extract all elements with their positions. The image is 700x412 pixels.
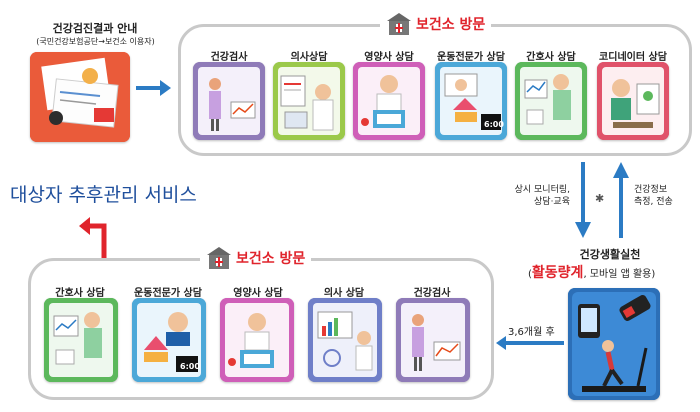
intro-arrow: [136, 80, 171, 96]
clinic-building-icon: [387, 13, 411, 35]
measure-label-line1: 건강정보: [634, 185, 668, 195]
service-card-nutritionist: [220, 298, 294, 382]
practice-title: 건강생활실천: [579, 248, 641, 261]
service-label: 운동전문가 상담: [134, 288, 202, 299]
measure-label-line2: 측정, 전송: [634, 197, 673, 207]
service-card-nurse: [44, 298, 118, 382]
practice-open-paren: (: [528, 269, 532, 280]
bluetooth-icon: ✱: [595, 192, 605, 205]
service-card-nurse: [515, 62, 587, 140]
service-label: 건강검사: [413, 288, 451, 299]
service-label: 의사상담: [290, 52, 328, 63]
monitoring-label-line1: 상시 모니터링,: [514, 185, 570, 195]
bottom-visit-header: 보건소 방문: [200, 244, 312, 272]
service-card-exercise: 6:00: [132, 298, 206, 382]
service-card-health-check: [396, 298, 470, 382]
service-card-nutritionist: [353, 62, 425, 140]
down-arrow: [575, 162, 591, 238]
service-card-doctor: [308, 298, 382, 382]
bottom-visit-title: 보건소 방문: [236, 251, 306, 267]
practice-detail: (활동량계, 모바일 앱 활용): [528, 262, 698, 282]
service-card-coordinator: [597, 62, 669, 140]
service-label: 영양사 상담: [364, 52, 414, 63]
measure-label: 건강정보 측정, 전송: [634, 184, 694, 208]
intro-title: 건강검진결과 안내: [52, 22, 138, 35]
followup-arrow: [79, 217, 107, 260]
clock-readout: 6:00: [180, 362, 200, 371]
up-arrow: [613, 162, 629, 238]
practice-suffix: , 모바일 앱 활용): [583, 269, 656, 280]
health-result-illustration: [30, 52, 130, 142]
months-arrow: [496, 336, 564, 350]
service-label: 영양사 상담: [233, 288, 283, 299]
service-label: 운동전문가 상담: [437, 52, 505, 63]
activity-tracker-illustration: [568, 288, 660, 400]
clinic-building-icon: [207, 247, 231, 269]
service-card-health-check: [193, 62, 265, 140]
months-label: 3,6개월 후: [508, 327, 555, 338]
clock-readout: 6:00: [484, 120, 504, 129]
top-visit-title: 보건소 방문: [416, 17, 486, 33]
service-label: 코디네이터 상담: [599, 52, 667, 63]
intro-subtitle: (국민건강보험공단→보건소 이용자): [36, 37, 155, 46]
service-label: 간호사 상담: [526, 52, 576, 63]
practice-highlight: 활동량계: [531, 265, 584, 281]
service-label: 건강검사: [210, 52, 248, 63]
service-label: 간호사 상담: [55, 288, 105, 299]
followup-title: 대상자 추후관리 서비스: [10, 184, 197, 206]
monitoring-label: 상시 모니터링, 상담·교육: [496, 184, 570, 208]
monitoring-label-line2: 상담·교육: [534, 197, 570, 207]
service-card-doctor: [273, 62, 345, 140]
service-card-exercise: 6:00: [435, 62, 507, 140]
top-visit-header: 보건소 방문: [380, 10, 492, 38]
service-label: 의사 상담: [323, 288, 365, 299]
